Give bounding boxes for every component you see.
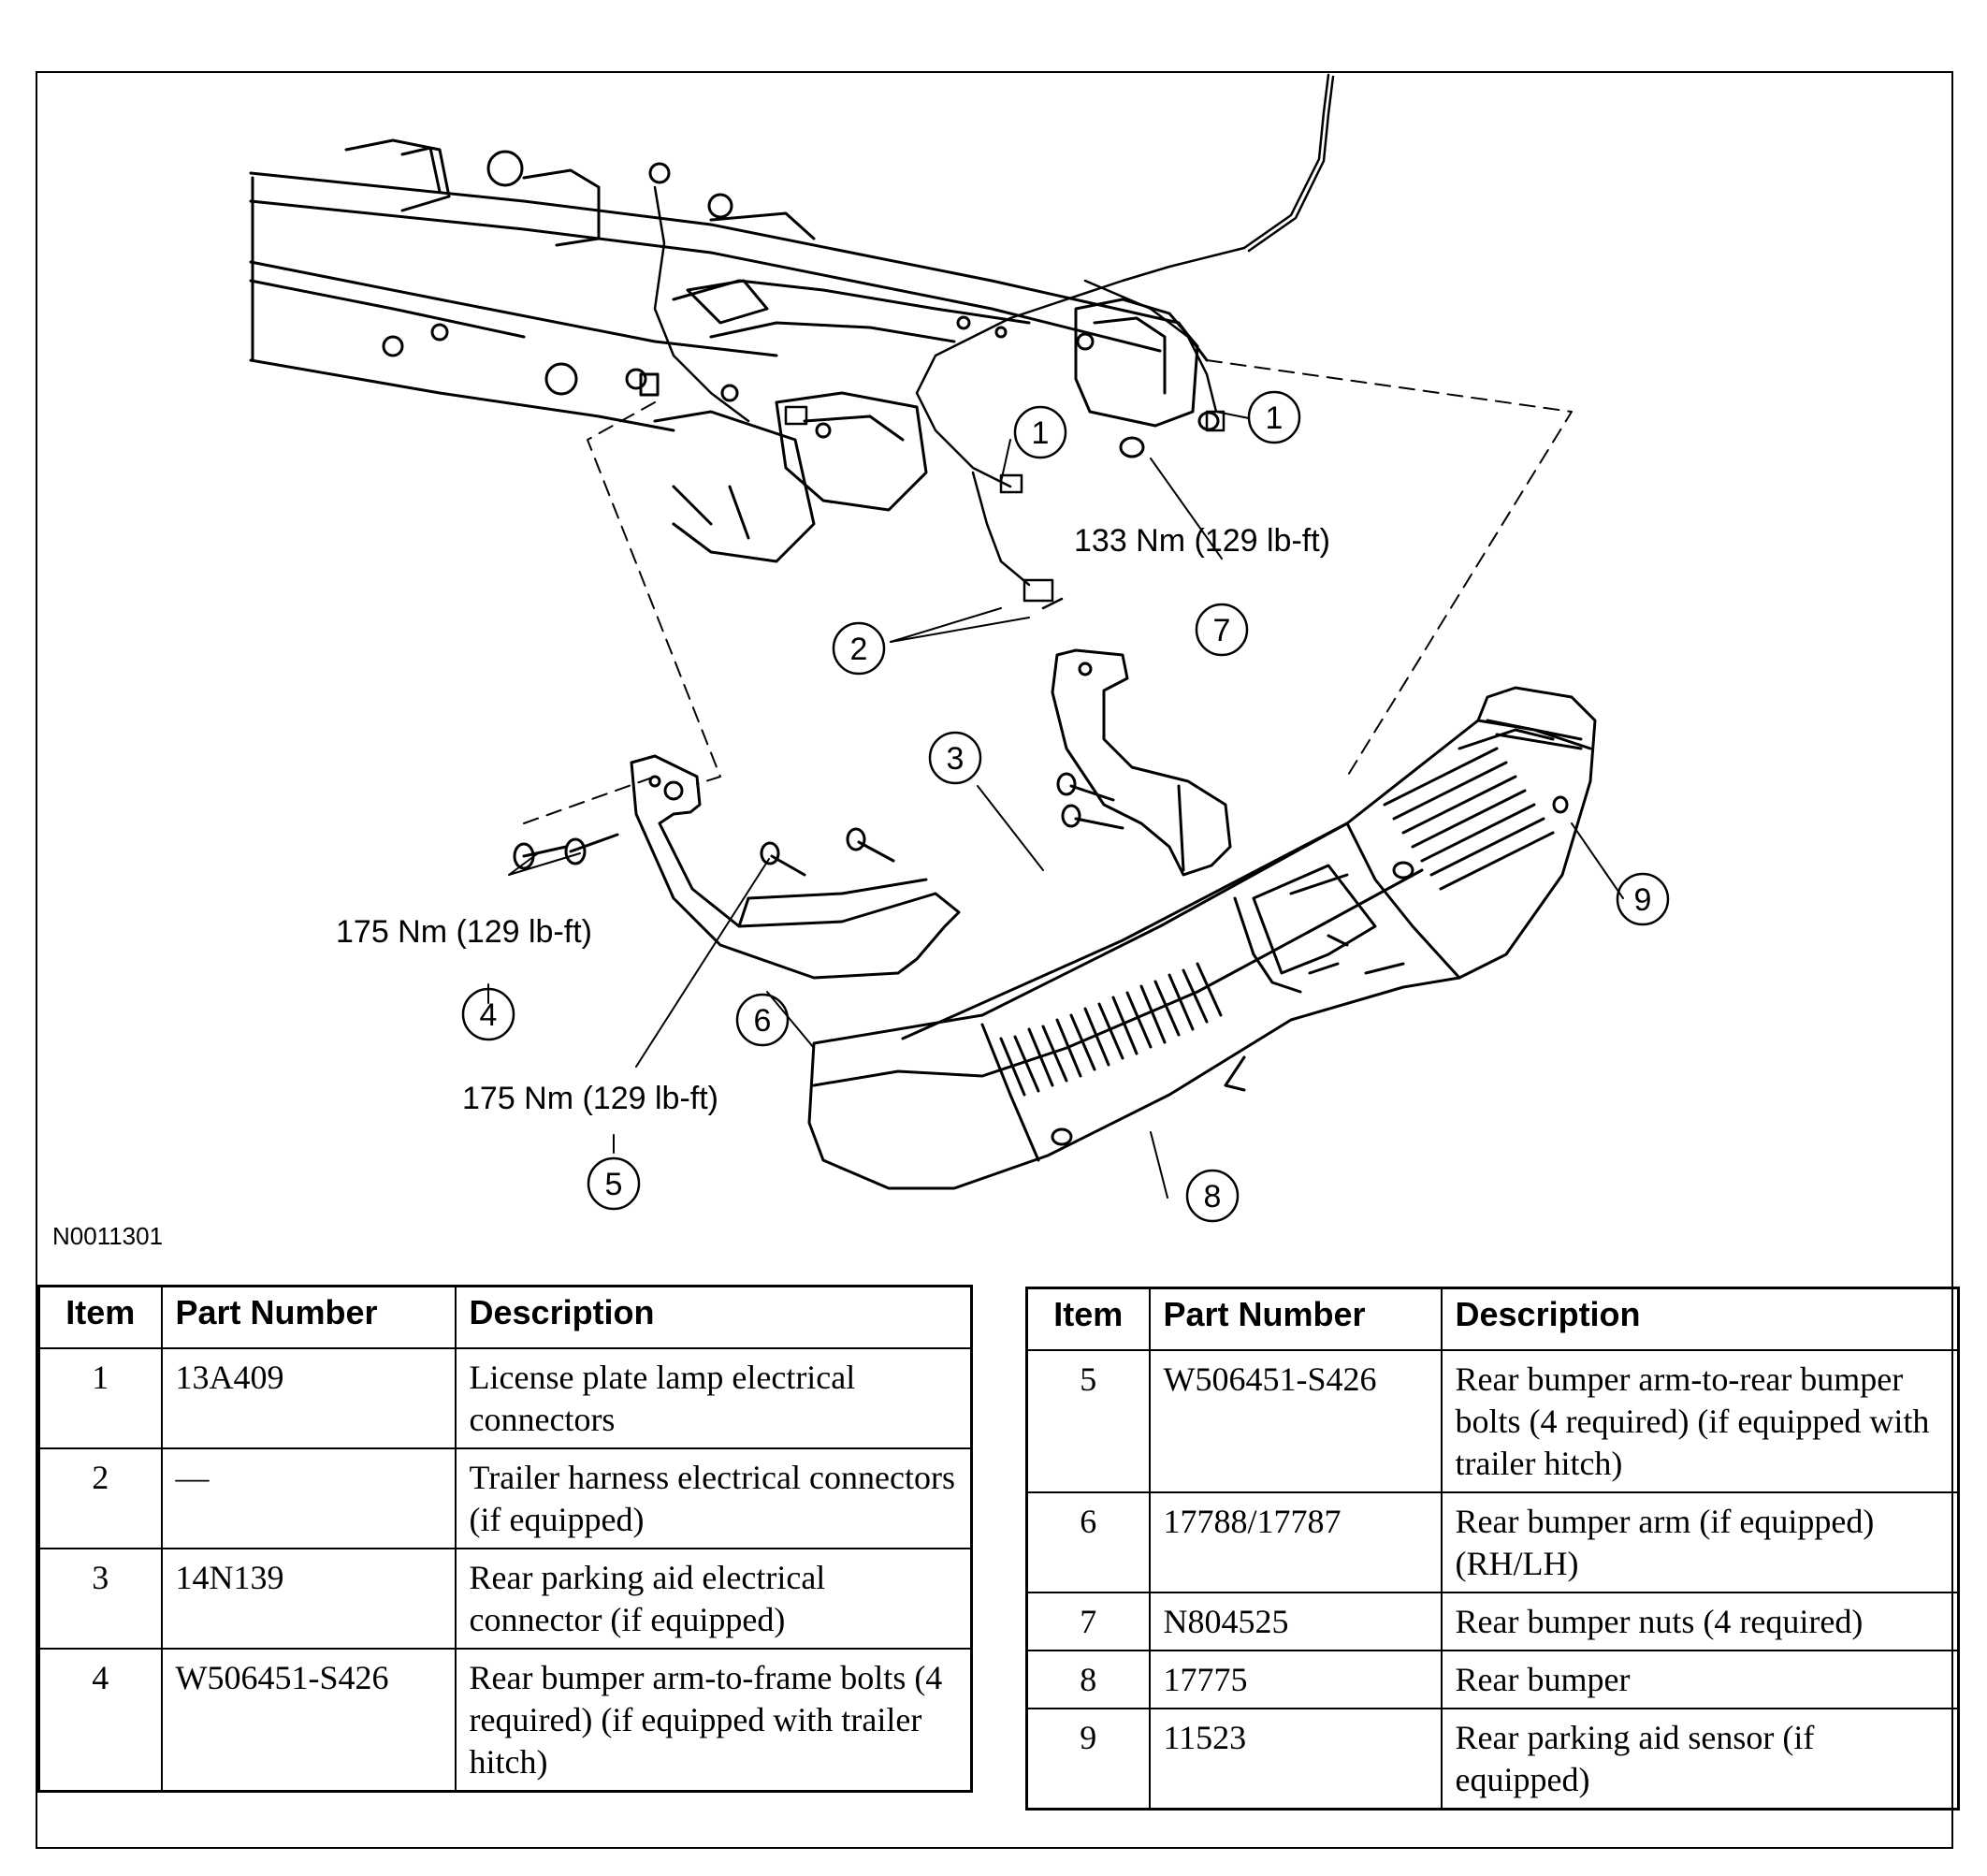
chassis-frame — [249, 138, 1209, 563]
item-cell: 3 — [37, 1548, 163, 1650]
callout-7-circle — [1195, 603, 1249, 657]
table-header-row: Item Part Number Description — [37, 1285, 973, 1349]
callout-5-label: 5 — [605, 1167, 623, 1202]
wiring-harness — [653, 73, 1335, 610]
left-bumper-arm — [630, 754, 961, 980]
description-cell: Rear bumper nuts (4 required) — [1440, 1592, 1960, 1651]
callout-1-left-circle — [1013, 405, 1067, 459]
part-number-cell: — — [160, 1447, 457, 1549]
description-cell: Rear bumper arm (if equipped) (RH/LH) — [1440, 1491, 1960, 1593]
leader-lines — [487, 411, 1624, 1199]
part-number-cell: 17775 — [1148, 1650, 1443, 1709]
parts-table-left: Item Part Number Description 1 13A409 Li… — [37, 1285, 973, 1793]
callout-4-label: 4 — [480, 997, 498, 1033]
part-number-cell: 14N139 — [160, 1548, 457, 1650]
callout-9-label: 9 — [1634, 882, 1652, 918]
torque-spec-7: 133 Nm (129 lb-ft) — [1074, 523, 1330, 559]
table-row: 1 13A409 License plate lamp electrical c… — [37, 1347, 973, 1449]
figure-id: N0011301 — [52, 1222, 163, 1250]
parts-table-right: Item Part Number Description 5 W506451-S… — [1025, 1287, 1960, 1811]
right-bumper-arm — [1051, 648, 1232, 877]
column-header-part-number: Part Number — [1148, 1287, 1443, 1351]
callout-2-circle — [832, 621, 886, 676]
column-header-description: Description — [1440, 1287, 1960, 1351]
table-row: 5 W506451-S426 Rear bumper arm-to-rear b… — [1025, 1349, 1960, 1493]
description-cell: Rear parking aid sensor (if equipped) — [1440, 1708, 1960, 1810]
part-number-cell: N804525 — [1148, 1592, 1443, 1651]
description-cell: Trailer harness electrical connectors (i… — [454, 1447, 973, 1549]
column-header-item: Item — [1025, 1287, 1151, 1351]
item-cell: 9 — [1025, 1708, 1151, 1810]
bolts — [513, 411, 1220, 877]
callout-8-circle — [1185, 1169, 1240, 1223]
description-cell: Rear bumper arm-to-rear bumper bolts (4 … — [1440, 1349, 1960, 1493]
assembly-lines — [523, 359, 1573, 824]
table-row: 4 W506451-S426 Rear bumper arm-to-frame … — [37, 1648, 973, 1792]
callout-8-label: 8 — [1204, 1179, 1222, 1214]
table-row: 2 — Trailer harness electrical connector… — [37, 1447, 973, 1549]
part-number-cell: W506451-S426 — [1148, 1349, 1443, 1493]
item-cell: 5 — [1025, 1349, 1151, 1493]
callout-1-right-circle — [1247, 390, 1301, 444]
rear-bumper — [807, 686, 1597, 1190]
table-row: 7 N804525 Rear bumper nuts (4 required) — [1025, 1592, 1960, 1651]
torque-spec-5: 175 Nm (129 lb-ft) — [462, 1081, 718, 1116]
column-header-description: Description — [454, 1285, 973, 1349]
table-header-row: Item Part Number Description — [1025, 1287, 1960, 1351]
description-cell: License plate lamp electrical connectors — [454, 1347, 973, 1449]
callout-7-label: 7 — [1213, 613, 1231, 648]
table-row: 9 11523 Rear parking aid sensor (if equi… — [1025, 1708, 1960, 1810]
description-cell: Rear bumper — [1440, 1650, 1960, 1709]
part-number-cell: W506451-S426 — [160, 1648, 457, 1792]
torque-spec-4: 175 Nm (129 lb-ft) — [336, 914, 592, 950]
table-row: 3 14N139 Rear parking aid electrical con… — [37, 1548, 973, 1650]
callout-6-circle — [735, 993, 790, 1047]
callout-3-label: 3 — [947, 741, 964, 777]
callout-3-circle — [928, 731, 982, 785]
callout-circles — [461, 390, 1670, 1223]
callout-4-circle — [461, 987, 515, 1041]
table-row: 6 17788/17787 Rear bumper arm (if equipp… — [1025, 1491, 1960, 1593]
column-header-item: Item — [37, 1285, 163, 1349]
column-header-part-number: Part Number — [160, 1285, 457, 1349]
part-number-cell: 13A409 — [160, 1347, 457, 1449]
callout-6-label: 6 — [754, 1003, 772, 1039]
table-row: 8 17775 Rear bumper — [1025, 1650, 1960, 1709]
part-number-cell: 17788/17787 — [1148, 1491, 1443, 1593]
callout-5-circle — [587, 1156, 641, 1211]
callout-1-right-label: 1 — [1266, 400, 1284, 436]
item-cell: 2 — [37, 1447, 163, 1549]
item-cell: 6 — [1025, 1491, 1151, 1593]
part-number-cell: 11523 — [1148, 1708, 1443, 1810]
callout-9-circle — [1616, 872, 1670, 926]
item-cell: 7 — [1025, 1592, 1151, 1651]
item-cell: 4 — [37, 1648, 163, 1792]
item-cell: 1 — [37, 1347, 163, 1449]
callout-1-left-label: 1 — [1032, 415, 1050, 451]
callout-2-label: 2 — [850, 632, 868, 667]
item-cell: 8 — [1025, 1650, 1151, 1709]
description-cell: Rear parking aid electrical connector (i… — [454, 1548, 973, 1650]
description-cell: Rear bumper arm-to-frame bolts (4 requir… — [454, 1648, 973, 1792]
